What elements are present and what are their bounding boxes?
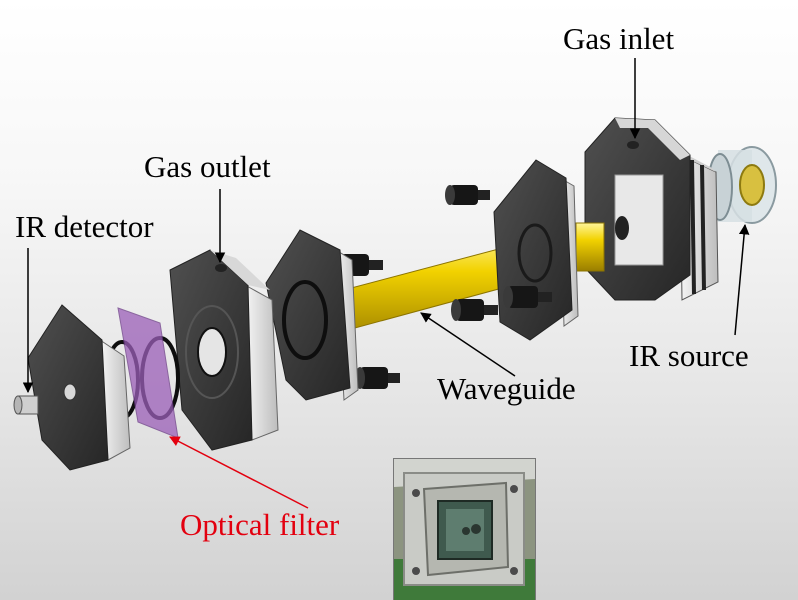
callout-arrows	[22, 58, 750, 509]
label-optical-filter: Optical filter	[180, 507, 340, 542]
label-waveguide: Waveguide	[437, 371, 576, 406]
ir-detector-plate	[13, 304, 131, 471]
ir-source-lamp	[707, 146, 777, 224]
label-ir-source: IR source	[629, 338, 749, 373]
label-gas-outlet: Gas outlet	[144, 149, 271, 184]
waveguide-flange-right	[493, 159, 579, 341]
photo-illustration	[394, 459, 535, 600]
arrow-ir-source	[734, 223, 750, 336]
waveguide-flange-left	[265, 229, 359, 401]
label-gas-inlet: Gas inlet	[563, 21, 675, 56]
gas-outlet-block	[169, 249, 279, 451]
arrow-waveguide	[420, 312, 516, 377]
gas-inlet-block	[584, 117, 719, 301]
label-ir-detector: IR detector	[15, 209, 154, 244]
arrow-optical-filter	[169, 436, 309, 509]
assembled-sensor-photo	[393, 458, 536, 600]
